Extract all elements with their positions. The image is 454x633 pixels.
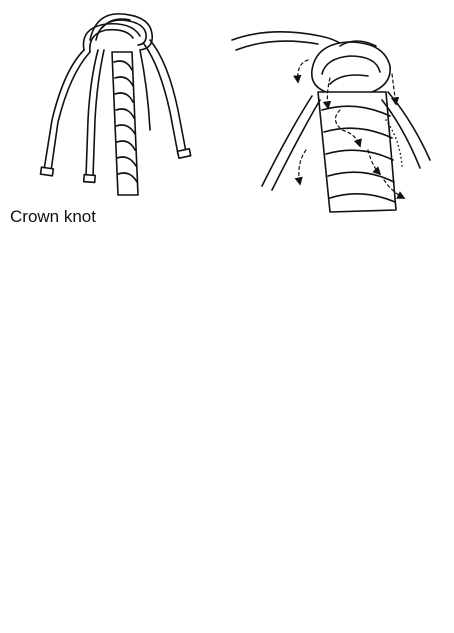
stage-2-crown-knot [232, 32, 430, 212]
stage-1-strand-loops [83, 14, 152, 52]
stage-1-laid-rope [112, 52, 138, 195]
stage-2-crown-head [312, 41, 390, 96]
stage-2-rope-body [318, 92, 396, 212]
stage-1-unlaid-strands [41, 14, 191, 195]
crown-knot-caption: Crown knot [10, 207, 96, 227]
